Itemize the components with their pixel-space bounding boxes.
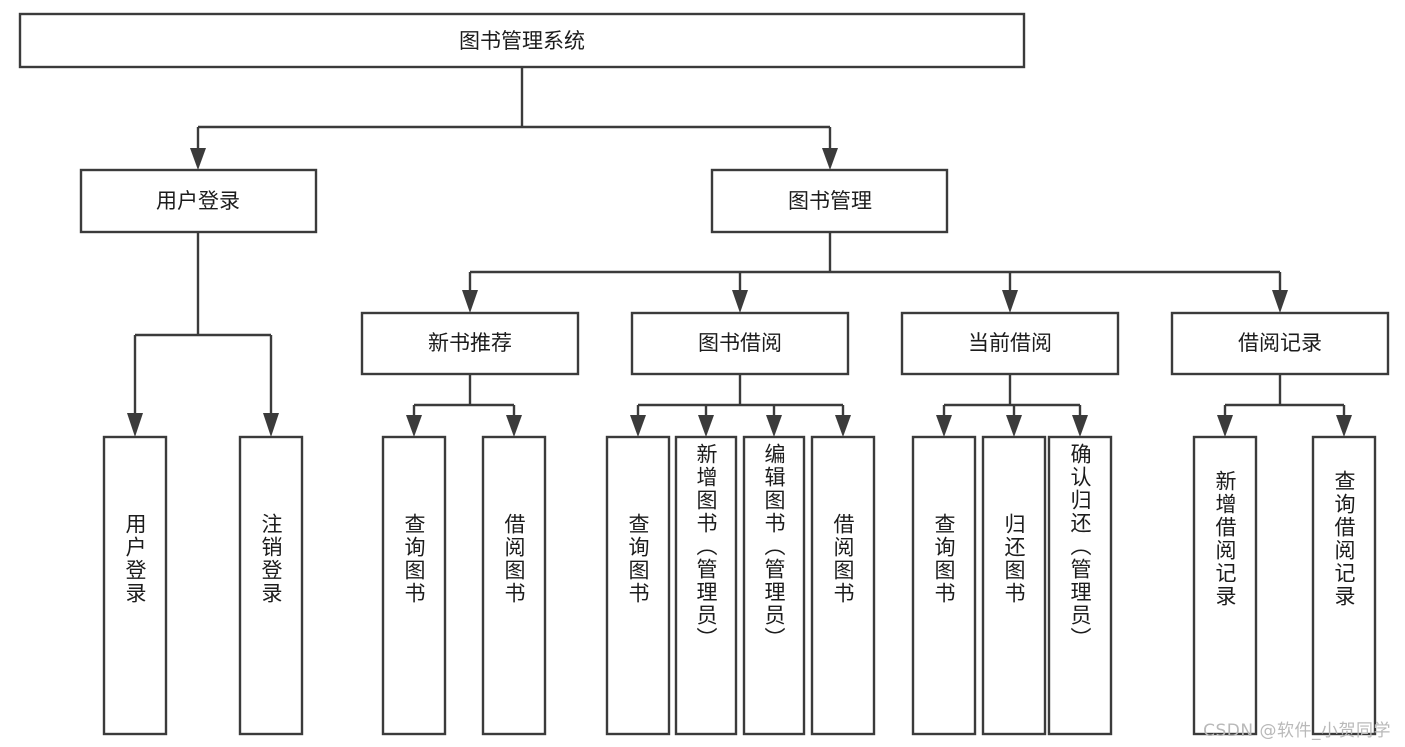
node-current-borrow-box[interactable] <box>900 311 1120 376</box>
node-new-book-recommend-label: 新书推荐 <box>428 331 512 355</box>
node-leaf-query-book-3[interactable] <box>911 435 977 736</box>
connector-group-user-login <box>127 232 279 437</box>
node-book-manage[interactable]: 图书管理 <box>710 168 949 234</box>
node-root-box[interactable] <box>18 12 1026 69</box>
node-current-borrow-label: 当前借阅 <box>968 331 1052 355</box>
node-user-login-label: 用户登录 <box>156 189 240 213</box>
node-leaf-confirm-return[interactable] <box>1047 435 1113 736</box>
node-new-book-recommend[interactable]: 新书推荐 <box>360 311 580 376</box>
arrowhead-borrow-record <box>1272 290 1288 313</box>
connector-group-book-borrow <box>630 374 851 437</box>
node-leaf-user-login[interactable] <box>102 435 168 736</box>
node-leaf-query-book-2[interactable] <box>605 435 671 736</box>
arrowhead-leaf-user-login <box>127 413 143 437</box>
node-leaf-add-record-box[interactable] <box>1192 435 1258 736</box>
node-leaf-borrow-book-1[interactable] <box>481 435 547 736</box>
connector-group-root <box>190 67 838 170</box>
node-leaf-query-book-3-box[interactable] <box>911 435 977 736</box>
arrowhead-leaf-query-record <box>1336 415 1352 437</box>
node-leaf-borrow-book-2-box[interactable] <box>810 435 876 736</box>
csdn-watermark: CSDN @软件_小贺同学 <box>1203 721 1391 741</box>
node-leaf-confirm-return-box[interactable] <box>1047 435 1113 736</box>
node-root-label: 图书管理系统 <box>459 29 585 53</box>
arrowhead-book-manage <box>822 148 838 170</box>
node-leaf-query-book-2-box[interactable] <box>605 435 671 736</box>
node-leaf-logout[interactable] <box>238 435 304 736</box>
node-book-borrow[interactable]: 图书借阅 <box>630 311 850 376</box>
arrowhead-leaf-add-book <box>698 415 714 437</box>
node-book-manage-label: 图书管理 <box>788 189 872 213</box>
node-leaf-user-login-box[interactable] <box>102 435 168 736</box>
connector-group-new-book-recommend <box>406 374 522 437</box>
node-leaf-query-record-box[interactable] <box>1311 435 1377 736</box>
node-borrow-record[interactable]: 借阅记录 <box>1170 311 1390 376</box>
node-book-borrow-label: 图书借阅 <box>698 331 782 355</box>
node-book-borrow-box[interactable] <box>630 311 850 376</box>
node-leaf-edit-book[interactable] <box>742 435 806 736</box>
arrowhead-user-login <box>190 148 206 170</box>
node-leaf-return-book-box[interactable] <box>981 435 1047 736</box>
node-leaf-query-book-1[interactable] <box>381 435 447 736</box>
node-borrow-record-label: 借阅记录 <box>1238 331 1322 355</box>
arrowhead-leaf-add-record <box>1217 415 1233 437</box>
arrowhead-leaf-return-book <box>1006 415 1022 437</box>
connector-group-current-borrow <box>936 374 1088 437</box>
node-new-book-recommend-box[interactable] <box>360 311 580 376</box>
connector-group-borrow-record <box>1217 374 1352 437</box>
arrowhead-leaf-confirm-return <box>1072 415 1088 437</box>
arrowhead-leaf-query-book-3 <box>936 415 952 437</box>
node-leaf-query-book-1-box[interactable] <box>381 435 447 736</box>
arrowhead-leaf-borrow-book-2 <box>835 415 851 437</box>
node-leaf-edit-book-box[interactable] <box>742 435 806 736</box>
node-book-manage-box[interactable] <box>710 168 949 234</box>
arrowhead-new-book-recommend <box>462 290 478 313</box>
connector-group-book-manage <box>462 232 1288 313</box>
arrowhead-current-borrow <box>1002 290 1018 313</box>
node-borrow-record-box[interactable] <box>1170 311 1390 376</box>
arrowhead-leaf-logout <box>263 413 279 437</box>
node-user-login-box[interactable] <box>79 168 318 234</box>
arrowhead-leaf-borrow-book-1 <box>506 415 522 437</box>
node-leaf-borrow-book-2[interactable] <box>810 435 876 736</box>
node-leaf-add-book-box[interactable] <box>674 435 738 736</box>
node-current-borrow[interactable]: 当前借阅 <box>900 311 1120 376</box>
arrowhead-leaf-edit-book <box>766 415 782 437</box>
node-root[interactable]: 图书管理系统 <box>18 12 1026 69</box>
node-user-login[interactable]: 用户登录 <box>79 168 318 234</box>
node-leaf-borrow-book-1-box[interactable] <box>481 435 547 736</box>
node-leaf-return-book[interactable] <box>981 435 1047 736</box>
arrowhead-book-borrow <box>732 290 748 313</box>
node-leaf-add-record[interactable] <box>1192 435 1258 736</box>
node-leaf-logout-box[interactable] <box>238 435 304 736</box>
arrowhead-leaf-query-book-2 <box>630 415 646 437</box>
node-leaf-query-record[interactable] <box>1311 435 1377 736</box>
node-leaf-add-book[interactable] <box>674 435 738 736</box>
arrowhead-leaf-query-book-1 <box>406 415 422 437</box>
